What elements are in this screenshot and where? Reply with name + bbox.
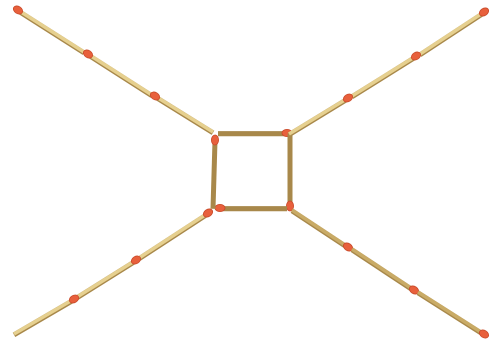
- matchstick-arm-upper-left-inner[interactable]: [82, 48, 152, 96]
- matchstick-group: [12, 4, 490, 339]
- matchstick-arm-lower-right-joint[interactable]: [292, 210, 354, 253]
- matchstick-arm-lower-left-inner[interactable]: [77, 254, 142, 298]
- matchstick-arm-upper-right-outer[interactable]: [420, 6, 490, 55]
- matchstick-body: [88, 54, 152, 95]
- matchstick-square-top[interactable]: [218, 129, 292, 136]
- matchstick-body: [77, 260, 136, 297]
- matchstick-body: [352, 249, 414, 290]
- matchstick-body: [418, 292, 484, 334]
- matchstick-arm-lower-right-inner[interactable]: [352, 249, 420, 296]
- matchstick-arm-upper-left-joint[interactable]: [149, 90, 213, 132]
- matchstick-body: [14, 299, 74, 334]
- matchstick-body: [352, 56, 416, 96]
- match-head: [211, 135, 218, 145]
- matchstick-body: [213, 140, 215, 208]
- matchstick-body: [289, 98, 348, 134]
- matchstick-arm-upper-right-inner[interactable]: [352, 50, 422, 97]
- match-head: [215, 204, 225, 211]
- matchstick-arm-upper-right-joint[interactable]: [289, 92, 354, 134]
- matchstick-body: [155, 96, 213, 132]
- matchstick-body: [139, 213, 208, 258]
- matchstick-arm-lower-left-joint[interactable]: [139, 207, 214, 259]
- matchstick-arm-lower-right-outer[interactable]: [418, 292, 490, 340]
- matchstick-arm-upper-left-outer[interactable]: [12, 4, 84, 53]
- matchstick-body: [292, 210, 348, 247]
- matchstick-square-left[interactable]: [211, 135, 218, 209]
- matchstick-body: [420, 12, 484, 54]
- matchstick-square-bottom[interactable]: [215, 204, 287, 211]
- matchstick-square-right[interactable]: [286, 133, 293, 211]
- matchstick-body: [18, 10, 84, 52]
- matchstick-arm-lower-left-outer[interactable]: [14, 293, 80, 334]
